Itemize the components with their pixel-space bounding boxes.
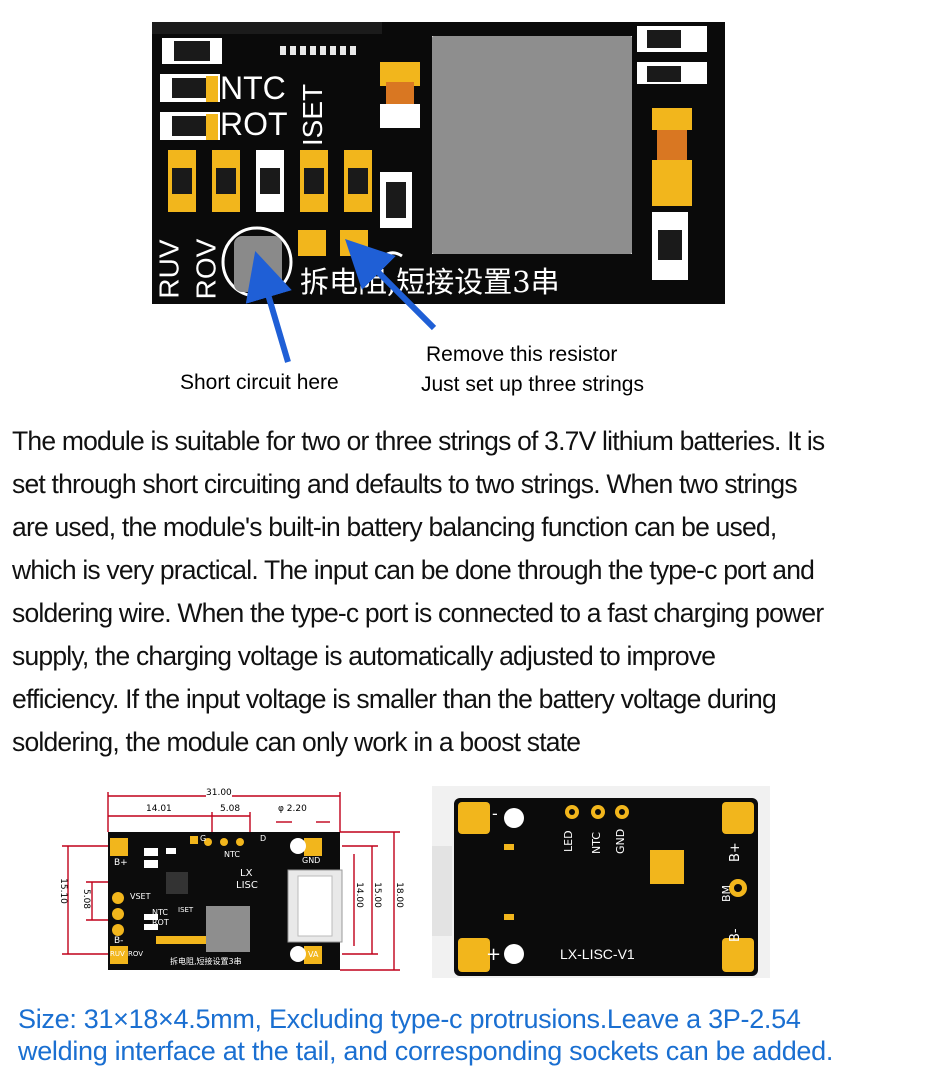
dim-right-c: 18.00	[393, 882, 404, 908]
dimension-drawing: 31.00 14.01 5.08 φ 2.20 15.10 5.08 14.00…	[48, 786, 410, 976]
plus-mark: +	[486, 944, 502, 965]
dim-seg-a: 14.01	[146, 804, 172, 814]
description-line: set through short circuiting and default…	[12, 469, 798, 499]
caption-three-strings: Just set up three strings	[421, 373, 644, 396]
ruv-small-label: RUV	[110, 950, 125, 958]
gnd-back-label: GND	[614, 828, 627, 854]
b-plus-back-label: B+	[728, 842, 743, 862]
lx-label: LX	[240, 868, 253, 879]
ntc-back-label: NTC	[590, 832, 603, 854]
ntc-top-label: NTC	[224, 850, 240, 859]
chinese-note: 拆电阻,短接设置3串	[300, 265, 560, 299]
rot-small-label: ROT	[152, 918, 169, 927]
description-line: supply, the charging voltage is automati…	[12, 641, 716, 671]
description-paragraph: The module is suitable for two or three …	[12, 420, 947, 764]
bm-back-label: BM	[720, 884, 733, 902]
lisc-label: LISC	[236, 880, 258, 891]
led-label: LED	[562, 830, 575, 852]
chinese-small-note: 拆电阻,短接设置3串	[170, 957, 242, 966]
pcb-closeup-image: NTC ROT ISET RUV ROV 拆电阻,短接设置3串	[152, 22, 725, 304]
b-minus-label: B-	[114, 936, 124, 946]
dim-seg-b: 5.08	[220, 804, 241, 814]
b-plus-label: B+	[114, 858, 128, 868]
rot-label: ROT	[220, 106, 288, 142]
gnd-small-label: GND	[302, 856, 321, 865]
description-line: efficiency. If the input voltage is smal…	[12, 684, 777, 714]
minus-mark: -	[492, 804, 498, 823]
description-line: soldering, the module can only work in a…	[12, 727, 581, 757]
dim-hole: φ 2.20	[278, 804, 307, 814]
description-line: are used, the module's built-in battery …	[12, 512, 777, 542]
caption-short-circuit: Short circuit here	[180, 371, 339, 394]
dim-width-total: 31.00	[206, 788, 232, 798]
vset-label: VSET	[130, 892, 151, 901]
model-label: LX-LISC-V1	[560, 946, 635, 962]
arrow-remove	[345, 239, 437, 331]
description-line: soldering wire. When the type-c port is …	[12, 598, 824, 628]
dim-left-h2: 5.08	[81, 888, 92, 910]
g-label: G	[200, 834, 207, 843]
d-label: D	[260, 834, 267, 843]
iset-small-label: ISET	[178, 906, 194, 914]
back-board-photo: LED NTC GND B+ BM B- - + LX-LISC-V1	[432, 786, 770, 978]
dimension-drawing-svg	[62, 792, 400, 971]
size-note-line: welding interface at the tail, and corre…	[18, 1036, 834, 1066]
ntc-label: NTC	[220, 70, 286, 106]
dim-right-b: 15.00	[371, 882, 382, 908]
dim-left-h: 15.10	[57, 878, 68, 904]
size-note-line: Size: 31×18×4.5mm, Excluding type-c prot…	[18, 1004, 801, 1034]
ntc-small-label: NTC	[152, 908, 168, 917]
back-board-drawing	[432, 798, 758, 976]
rov-small-label: ROV	[128, 950, 144, 958]
va-label: VA	[308, 950, 319, 959]
arrow-short	[245, 250, 292, 363]
b-minus-back-label: B-	[728, 928, 743, 942]
dim-right-a: 14.00	[353, 882, 364, 908]
caption-remove-resistor: Remove this resistor	[426, 343, 618, 366]
description-line: The module is suitable for two or three …	[12, 426, 825, 456]
description-line: which is very practical. The input can b…	[12, 555, 815, 585]
pcb-closeup-drawing	[152, 22, 725, 304]
annotation-arrows	[245, 239, 437, 363]
